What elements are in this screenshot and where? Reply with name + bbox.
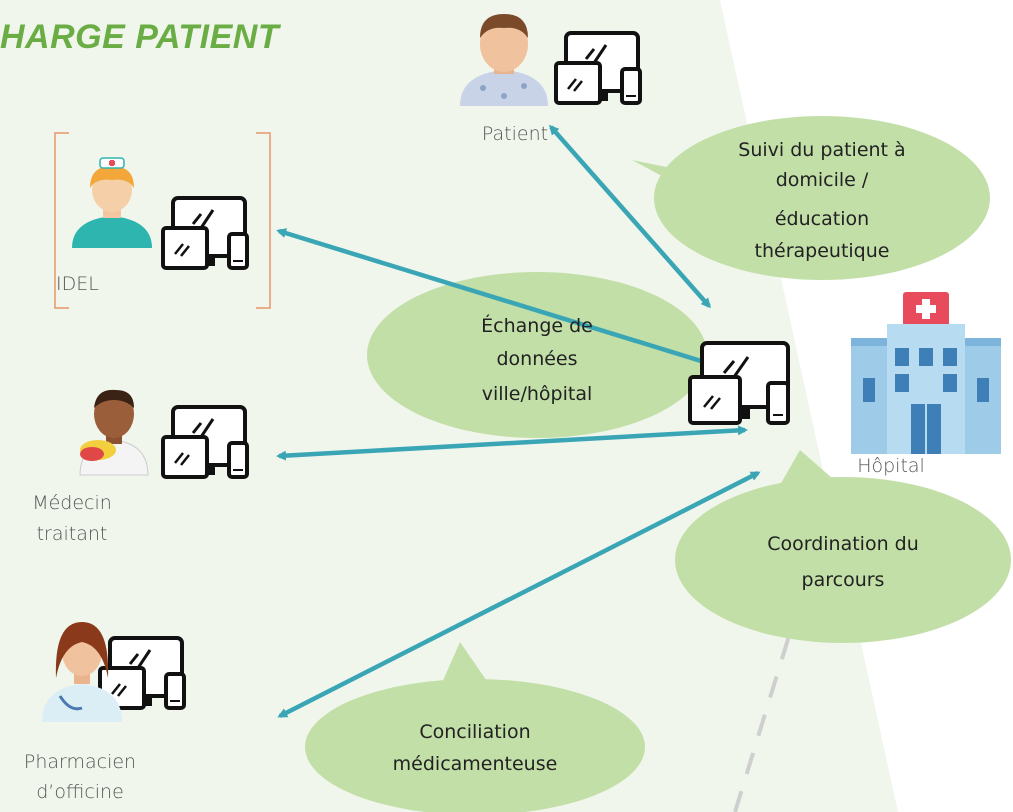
devices-icon-hopital bbox=[688, 341, 790, 425]
label-pharmacien-1: Pharmacien bbox=[23, 751, 137, 773]
bubble-suivi-line-1: Suivi du patient à bbox=[738, 139, 906, 161]
page-title: HARGE PATIENT bbox=[0, 18, 280, 56]
nurse-avatar-icon bbox=[72, 157, 152, 248]
hospital-building-icon bbox=[851, 292, 1001, 454]
arrow-idel-hopital bbox=[276, 228, 743, 376]
devices-icon bbox=[554, 31, 642, 105]
label-hopital: Hôpital bbox=[857, 455, 925, 477]
bubble-echange-line-2: données bbox=[496, 348, 578, 370]
bubble-echange-line-1: Échange de bbox=[481, 315, 593, 337]
arrow-pharmacien-hopital bbox=[277, 470, 761, 719]
label-patient: Patient bbox=[481, 123, 549, 145]
bubble-coordination-line-1: Coordination du bbox=[767, 533, 919, 555]
bubble-suivi-line-3: éducation bbox=[774, 208, 870, 230]
patient-avatar-icon bbox=[460, 14, 548, 106]
bubble-conciliation-line-1: Conciliation bbox=[419, 721, 531, 743]
devices-icon bbox=[161, 405, 249, 479]
arrow-medecin-hopital bbox=[276, 425, 748, 461]
label-medecin-2: traitant bbox=[36, 523, 108, 545]
bubble-conciliation-line-2: médicamenteuse bbox=[392, 753, 558, 775]
label-pharmacien-2: d’officine bbox=[36, 781, 124, 803]
label-medecin-1: Médecin bbox=[32, 492, 112, 514]
doctor-avatar-icon bbox=[79, 389, 149, 476]
idel-bracket bbox=[54, 132, 69, 309]
pharmacist-avatar-icon bbox=[42, 622, 122, 722]
label-idel: IDEL bbox=[56, 273, 99, 295]
bubble-coordination-line-2: parcours bbox=[801, 569, 885, 591]
devices-icon bbox=[161, 196, 249, 270]
bubble-echange-line-3: ville/hôpital bbox=[481, 383, 593, 405]
bubble-suivi-line-2: domicile / bbox=[775, 169, 869, 191]
bubble-suivi-line-4: thérapeutique bbox=[754, 240, 890, 262]
idel-bracket-right bbox=[256, 132, 271, 309]
